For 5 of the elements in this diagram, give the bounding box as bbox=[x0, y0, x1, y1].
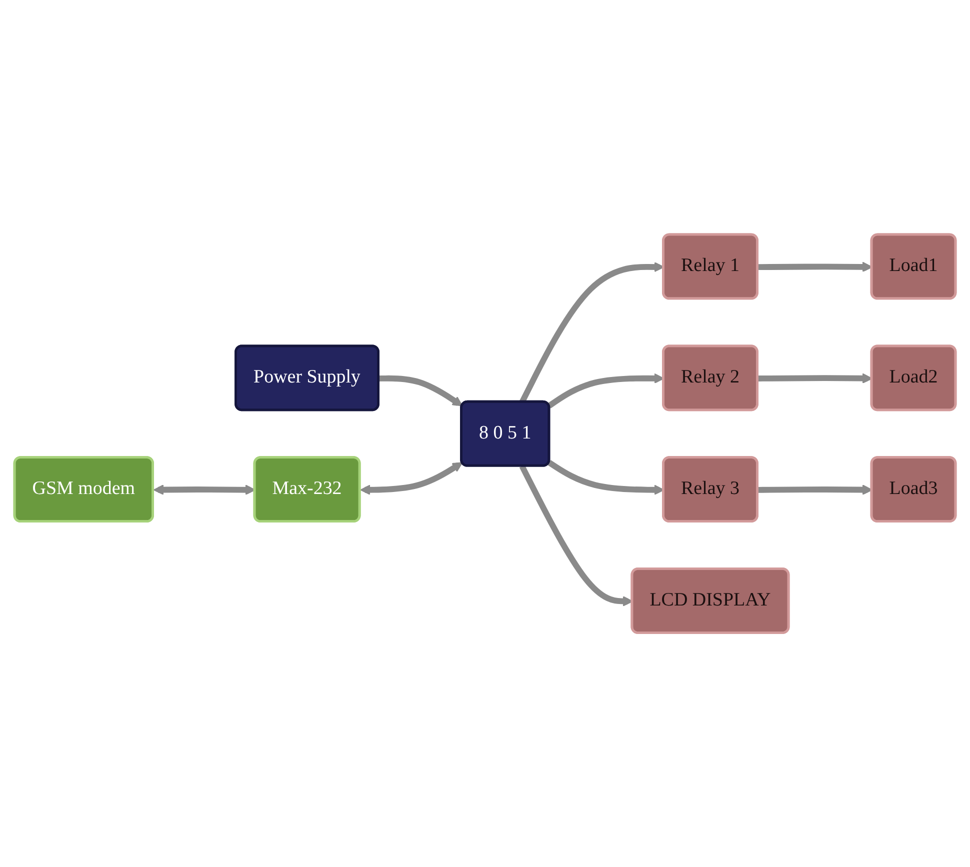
arrow bbox=[360, 462, 463, 495]
arrow bbox=[519, 464, 633, 606]
arrow bbox=[547, 373, 664, 408]
arrow bbox=[378, 375, 463, 406]
arrow bbox=[548, 460, 664, 495]
